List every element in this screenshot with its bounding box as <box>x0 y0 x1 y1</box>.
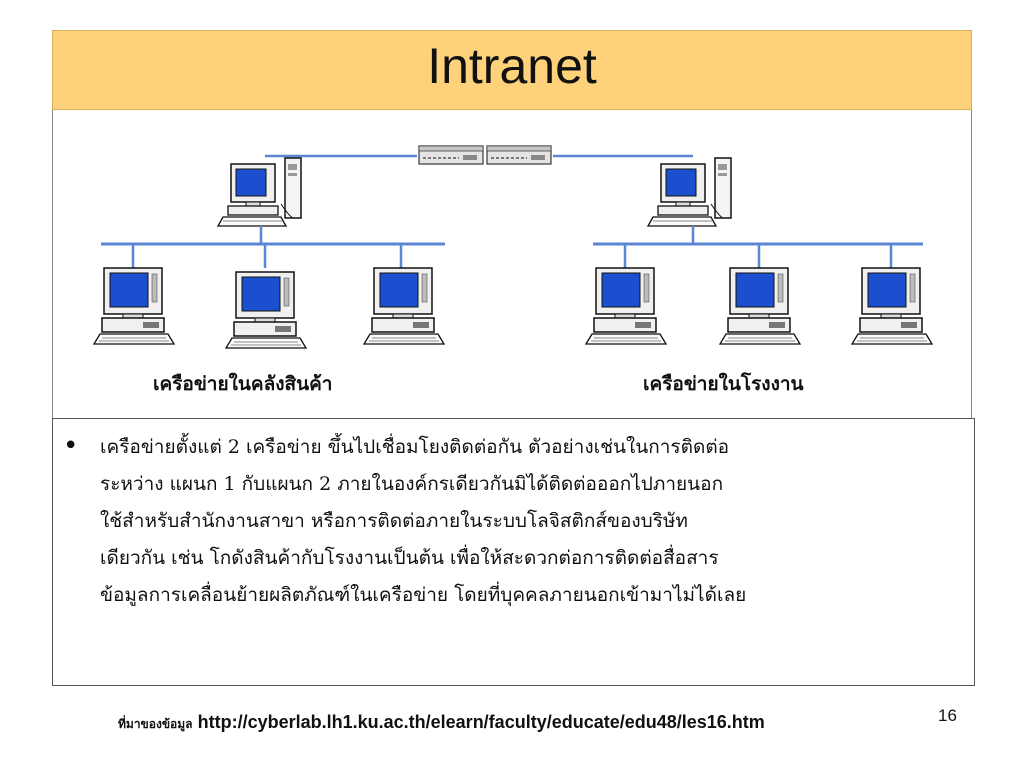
workstation-icon <box>719 267 801 345</box>
paragraph-line: ระหว่าง แผนก 1 กับแผนก 2 ภายในองค์กรเดีย… <box>100 473 724 495</box>
bridge-device-icon <box>418 145 552 165</box>
workstation-icon <box>225 271 307 349</box>
workstation-icon <box>93 267 175 345</box>
server-computer-icon <box>647 157 732 227</box>
server-computer-icon <box>217 157 302 227</box>
workstation-icon <box>363 267 445 345</box>
paragraph-line: ข้อมูลการเคลื่อนย้ายผลิตภัณฑ์ในเครือข่าย… <box>100 584 747 606</box>
workstation-icon <box>851 267 933 345</box>
slide-title: Intranet <box>427 38 597 94</box>
paragraph-line: เครือข่ายตั้งแต่ 2 เครือข่าย ขึ้นไปเชื่อ… <box>100 436 730 458</box>
paragraph-line: ใช้สำหรับสำนักงานสาขา หรือการติดต่อภายใน… <box>100 510 688 532</box>
right-network-label: เครือข่ายในโรงงาน <box>643 372 804 395</box>
source-citation: ที่มาของข้อมูล http://cyberlab.lh1.ku.ac… <box>118 712 765 734</box>
description-box: • เครือข่ายตั้งแต่ 2 เครือข่าย ขึ้นไปเชื… <box>52 418 975 686</box>
network-diagram-svg: เครือข่ายในคลังสินค้า เครือข่ายในโรงงาน <box>93 145 933 395</box>
paragraph-line: เดียวกัน เช่น โกดังสินค้ากับโรงงานเป็นต้… <box>100 547 719 569</box>
description-paragraph: เครือข่ายตั้งแต่ 2 เครือข่าย ขึ้นไปเชื่อ… <box>100 429 970 614</box>
source-label: ที่มาของข้อมูล <box>118 717 193 731</box>
source-url-link[interactable]: http://cyberlab.lh1.ku.ac.th/elearn/facu… <box>197 712 765 732</box>
workstation-icon <box>585 267 667 345</box>
title-bar: Intranet <box>52 30 972 110</box>
left-network-label: เครือข่ายในคลังสินค้า <box>153 372 332 395</box>
page-number: 16 <box>938 706 957 725</box>
network-diagram: เครือข่ายในคลังสินค้า เครือข่ายในโรงงาน <box>52 110 972 418</box>
bullet-marker: • <box>63 431 79 461</box>
